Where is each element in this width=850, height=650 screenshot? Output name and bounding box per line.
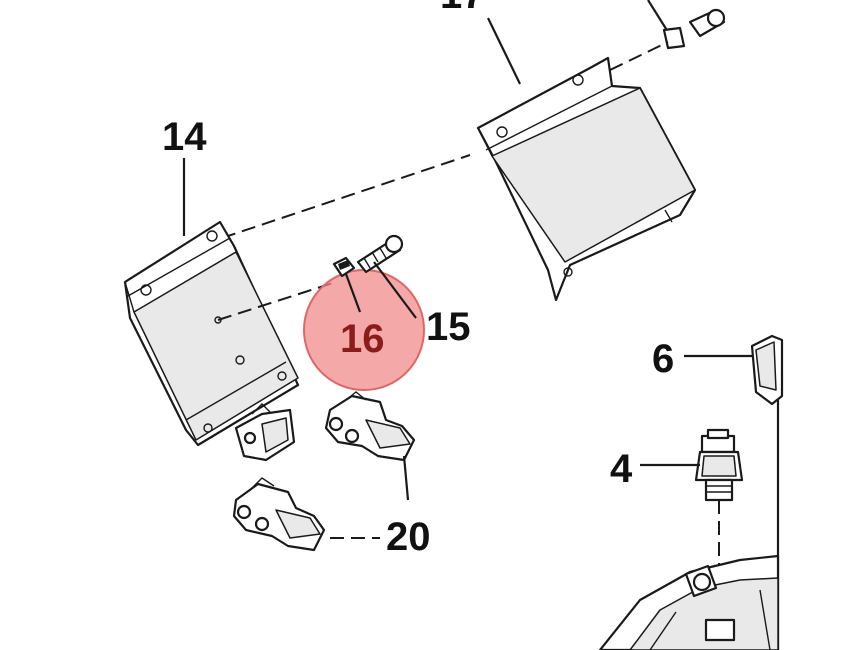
screw-top-right-icon xyxy=(647,0,726,50)
callout-16: 16 xyxy=(340,317,385,361)
leader-17 xyxy=(487,17,521,85)
leader-16 xyxy=(344,273,362,313)
part-17-housing xyxy=(476,56,697,302)
bolt-15-icon xyxy=(356,234,404,274)
callout-17: 17 xyxy=(440,0,485,17)
callout-15: 15 xyxy=(426,305,471,349)
centerline-14-17 xyxy=(221,154,471,239)
base-housing xyxy=(598,554,780,650)
part-6-connector xyxy=(750,334,784,406)
part-20-sensor-upper xyxy=(324,391,416,462)
callout-14: 14 xyxy=(162,115,207,159)
mount-hole-icon xyxy=(140,284,152,296)
nut-16-icon xyxy=(332,256,356,278)
mount-hole-icon xyxy=(496,126,508,138)
mount-hole-icon xyxy=(572,74,584,86)
part-20-sensor-lower xyxy=(232,477,326,552)
mount-hole-icon xyxy=(206,230,218,242)
leader-15 xyxy=(373,261,417,319)
leader-20-upper xyxy=(402,455,410,501)
callout-6: 6 xyxy=(652,337,674,381)
callout-4: 4 xyxy=(610,447,633,491)
centerline-17-screw xyxy=(609,41,669,71)
part-4-pressure-switch xyxy=(694,428,744,502)
callout-20: 20 xyxy=(386,515,431,559)
sensor-left-icon xyxy=(234,403,296,462)
part-14-bracket xyxy=(123,220,300,447)
